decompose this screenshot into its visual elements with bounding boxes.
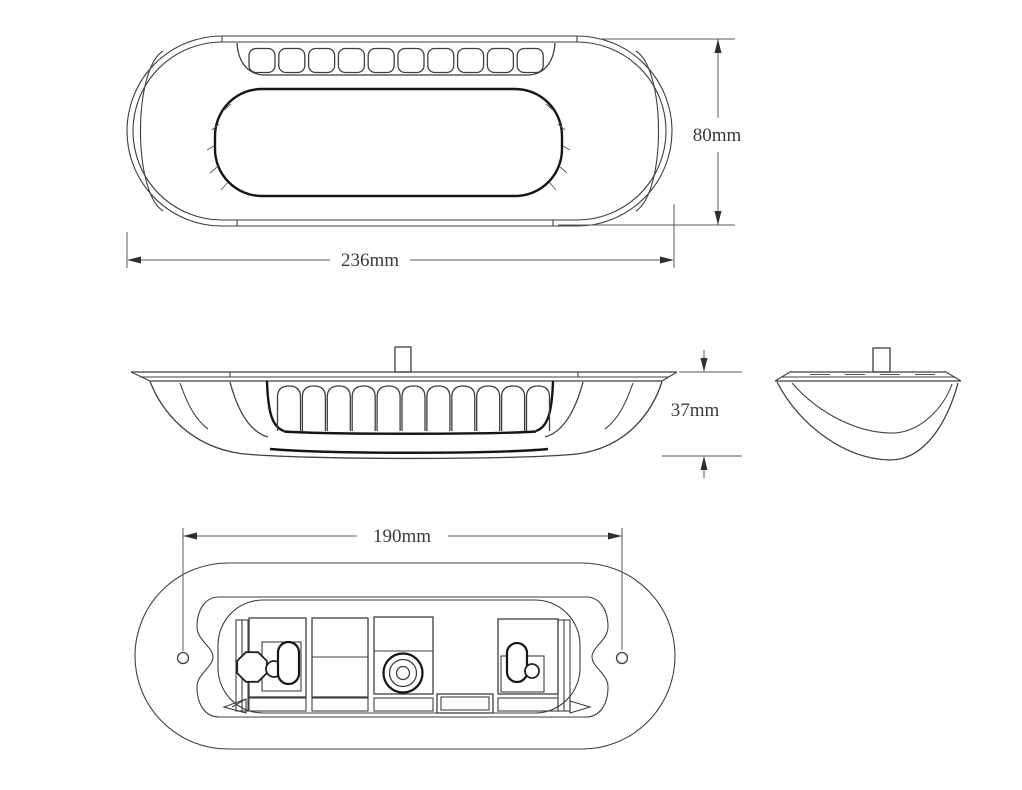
bottom-lens-outline [217, 599, 581, 714]
rib [476, 385, 501, 431]
side-hull-inner [791, 382, 953, 434]
mounting-hole-left [176, 651, 190, 665]
mounting-hole-right [615, 651, 629, 665]
slot-left [276, 640, 301, 686]
side-hull-outer [776, 381, 959, 461]
rib-base [283, 430, 537, 435]
vent-slot [278, 47, 306, 74]
vent-slot [337, 47, 366, 74]
lens-opening [213, 87, 564, 198]
rib [426, 385, 451, 431]
rib [451, 385, 476, 431]
bracket-low-block [436, 693, 494, 714]
cable-gland-inner [395, 665, 411, 681]
side-flange [774, 371, 962, 382]
rib [376, 385, 401, 431]
rib [525, 385, 551, 431]
dimension-width: 236mm [126, 204, 675, 271]
top-inner-arc-right [635, 50, 660, 212]
vent-slot [248, 47, 276, 74]
side-tab [872, 347, 891, 373]
vent-recess [236, 42, 556, 76]
front-inner-curves [179, 381, 634, 438]
dimension-height: 80mm [558, 38, 742, 226]
rib-boundary-left [265, 380, 285, 433]
top-outer-outline [126, 35, 673, 227]
front-hull-outer [149, 381, 663, 460]
top-view: 236mm 80mm [126, 35, 742, 271]
bracket-panel-3 [373, 616, 434, 695]
bracket-panel-1 [236, 617, 307, 698]
bottom-view: 190mm [134, 526, 676, 750]
vent-slot [456, 47, 485, 74]
front-flange [130, 371, 678, 382]
bracket-rails [248, 697, 559, 712]
vent-slot [367, 47, 395, 74]
vent-slots [248, 47, 544, 74]
rib [276, 385, 302, 431]
vent-slot [516, 47, 544, 74]
rib [401, 385, 426, 431]
dimension-depth: 37mm [662, 350, 742, 478]
wedge-right [569, 700, 592, 714]
dimension-width-label: 236mm [341, 250, 399, 271]
rib [301, 385, 327, 431]
slot-right [505, 641, 529, 684]
vent-slot [397, 47, 425, 74]
dimension-height-label: 80mm [693, 125, 742, 146]
rib [500, 385, 526, 431]
rib [351, 385, 376, 431]
side-view [774, 347, 962, 461]
dimension-hole-spacing-label: 190mm [373, 526, 431, 547]
dimension-depth-label: 37mm [671, 400, 720, 421]
front-ribs [276, 385, 551, 431]
dimension-hole-spacing: 190mm [182, 526, 623, 651]
top-inner-arc-left [139, 50, 164, 212]
vent-slot [307, 47, 336, 74]
rib [326, 385, 351, 431]
cable-gland-mid [388, 658, 418, 688]
vent-slot [486, 47, 515, 74]
edge-ticks [221, 36, 578, 226]
bottom-outer-outline [134, 562, 676, 750]
bottom-inner-outline [196, 596, 609, 718]
wedge-left [222, 698, 247, 714]
lens-hatch-marks [206, 103, 571, 191]
front-tab [394, 346, 412, 373]
front-view: 37mm [130, 346, 742, 478]
vent-slot [427, 47, 455, 74]
rib-boundary-right [535, 380, 555, 433]
bracket-panel-2 [311, 617, 369, 698]
pivot-circle-right [524, 663, 540, 679]
cam-knob [236, 651, 268, 683]
front-hull-bottom [269, 447, 549, 454]
top-second-outline [132, 41, 667, 221]
bracket-panel-4 [497, 618, 559, 695]
